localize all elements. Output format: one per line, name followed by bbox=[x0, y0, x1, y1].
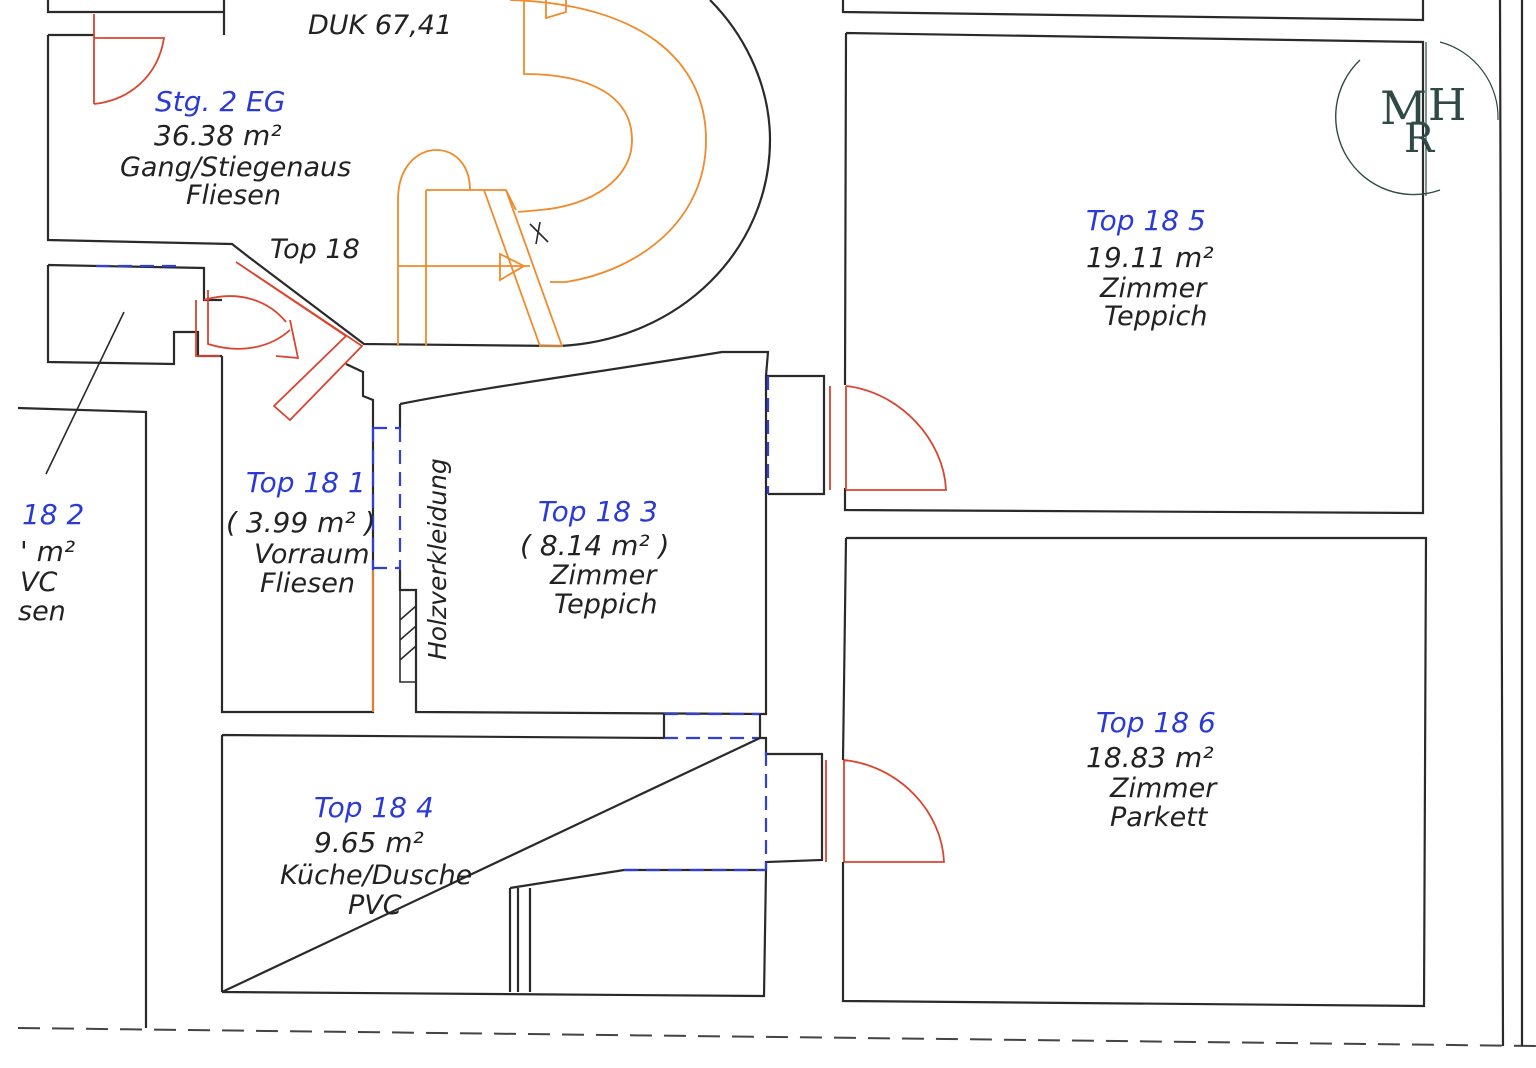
stair-cross bbox=[529, 221, 549, 245]
room-r3-use: Zimmer bbox=[549, 560, 658, 591]
room-top-18-6-walls bbox=[841, 536, 1428, 1008]
room-top-18-5-walls bbox=[843, 31, 1425, 515]
room-top-18-1-walls bbox=[220, 356, 375, 714]
room-r4-use: Küche/Dusche bbox=[280, 860, 472, 891]
r4-inner-step bbox=[508, 868, 766, 992]
room-r6-area: 18.83 m² bbox=[1086, 741, 1214, 774]
room-r1-floor: Fliesen bbox=[260, 568, 355, 599]
room-r4-floor: PVC bbox=[348, 890, 402, 921]
door-stairwell-top-left bbox=[93, 14, 166, 105]
room-r5-name: Top 18 5 bbox=[1086, 204, 1206, 237]
room-r2-area: ' m² bbox=[20, 535, 75, 568]
room-r6-use: Zimmer bbox=[1109, 773, 1218, 804]
stairwell-left-top bbox=[48, 12, 226, 37]
room-top-18-2-walls bbox=[17, 406, 148, 1028]
room-top-18-4-walls bbox=[220, 733, 824, 998]
room-r2-use: VC bbox=[20, 567, 57, 598]
room-r1-name: Top 18 1 bbox=[246, 466, 366, 499]
top18-label: Top 18 bbox=[270, 234, 360, 265]
room-r3-name: Top 18 3 bbox=[538, 495, 658, 528]
top-right-room-edge bbox=[841, 0, 1425, 22]
door-top-18-6 bbox=[825, 759, 945, 863]
right-exterior-wall bbox=[1498, 0, 1524, 1047]
room-stg-use: Gang/Stiegenaus bbox=[120, 152, 351, 183]
staircase bbox=[397, 0, 707, 347]
room-r5-use: Zimmer bbox=[1099, 273, 1208, 304]
leader-line bbox=[45, 311, 125, 475]
logo-letter-h: H bbox=[1428, 80, 1466, 131]
r3-door-frame bbox=[766, 374, 826, 496]
room-stg-area: 36.38 m² bbox=[154, 119, 282, 152]
room-r2-name: 18 2 bbox=[22, 498, 84, 531]
property-boundary-line bbox=[17, 1027, 1536, 1047]
room-stg-name: Stg. 2 EG bbox=[155, 85, 285, 118]
room-r2-floor: sen bbox=[18, 596, 66, 627]
room-stg-floor: Fliesen bbox=[186, 180, 281, 211]
company-logo: M H R bbox=[1335, 41, 1499, 196]
logo-letter-m: M bbox=[1380, 81, 1427, 135]
room-r1-use: Vorraum bbox=[254, 539, 370, 570]
room-r5-floor: Teppich bbox=[1104, 301, 1208, 332]
room-r4-area: 9.65 m² bbox=[314, 826, 424, 859]
holz-panel bbox=[399, 590, 417, 683]
room-r3-floor: Teppich bbox=[554, 589, 658, 620]
connector-sides bbox=[662, 714, 762, 738]
room-r1-area: ( 3.99 m² ) bbox=[226, 506, 375, 539]
room-r5-area: 19.11 m² bbox=[1086, 241, 1214, 274]
door-top-18-5 bbox=[829, 385, 947, 491]
room-r4-name: Top 18 4 bbox=[314, 791, 434, 824]
room-r3-area: ( 8.14 m² ) bbox=[520, 529, 669, 562]
room-r6-floor: Parkett bbox=[1110, 802, 1209, 833]
r1-r3-opening bbox=[371, 426, 402, 570]
duk-label: DUK 67,41 bbox=[308, 10, 452, 41]
logo-letter-r: R bbox=[1404, 116, 1436, 162]
stairwell-walls bbox=[46, 0, 772, 348]
room-top-18-3-walls bbox=[398, 350, 770, 716]
entrance-door-top-18 bbox=[195, 261, 364, 422]
holz-label: Holzverkleidung bbox=[423, 458, 452, 660]
room-r6-name: Top 18 6 bbox=[1096, 706, 1216, 739]
r3-r4-opening bbox=[664, 712, 760, 740]
